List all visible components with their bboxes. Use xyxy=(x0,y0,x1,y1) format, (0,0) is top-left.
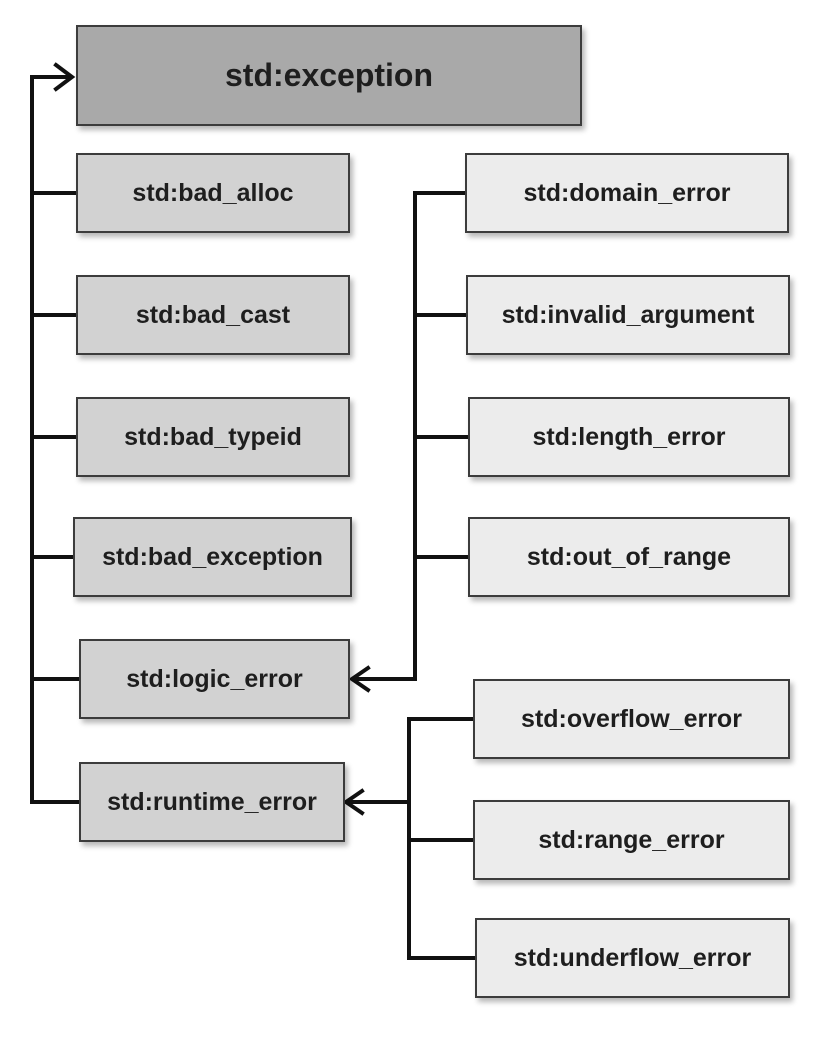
node-std-underflow-error: std:underflow_error xyxy=(475,918,790,998)
runtime-error-arrowhead xyxy=(342,788,365,816)
node-std-range-error: std:range_error xyxy=(473,800,790,880)
node-std-out-of-range: std:out_of_range xyxy=(468,517,790,597)
node-std-bad-alloc: std:bad_alloc xyxy=(76,153,350,233)
node-std-length-error: std:length_error xyxy=(468,397,790,477)
node-std-bad-cast: std:bad_cast xyxy=(76,275,350,355)
node-std-invalid-argument: std:invalid_argument xyxy=(466,275,790,355)
logic-error-arrowhead xyxy=(348,665,371,693)
node-std-logic-error: std:logic_error xyxy=(79,639,350,719)
node-std-bad-typeid: std:bad_typeid xyxy=(76,397,350,477)
node-std-overflow-error: std:overflow_error xyxy=(473,679,790,759)
node-std-bad-exception: std:bad_exception xyxy=(73,517,352,597)
root-arrowhead xyxy=(53,62,76,92)
node-std-domain-error: std:domain_error xyxy=(465,153,789,233)
node-std-runtime-error: std:runtime_error xyxy=(79,762,345,842)
node-std-exception: std:exception xyxy=(76,25,582,126)
